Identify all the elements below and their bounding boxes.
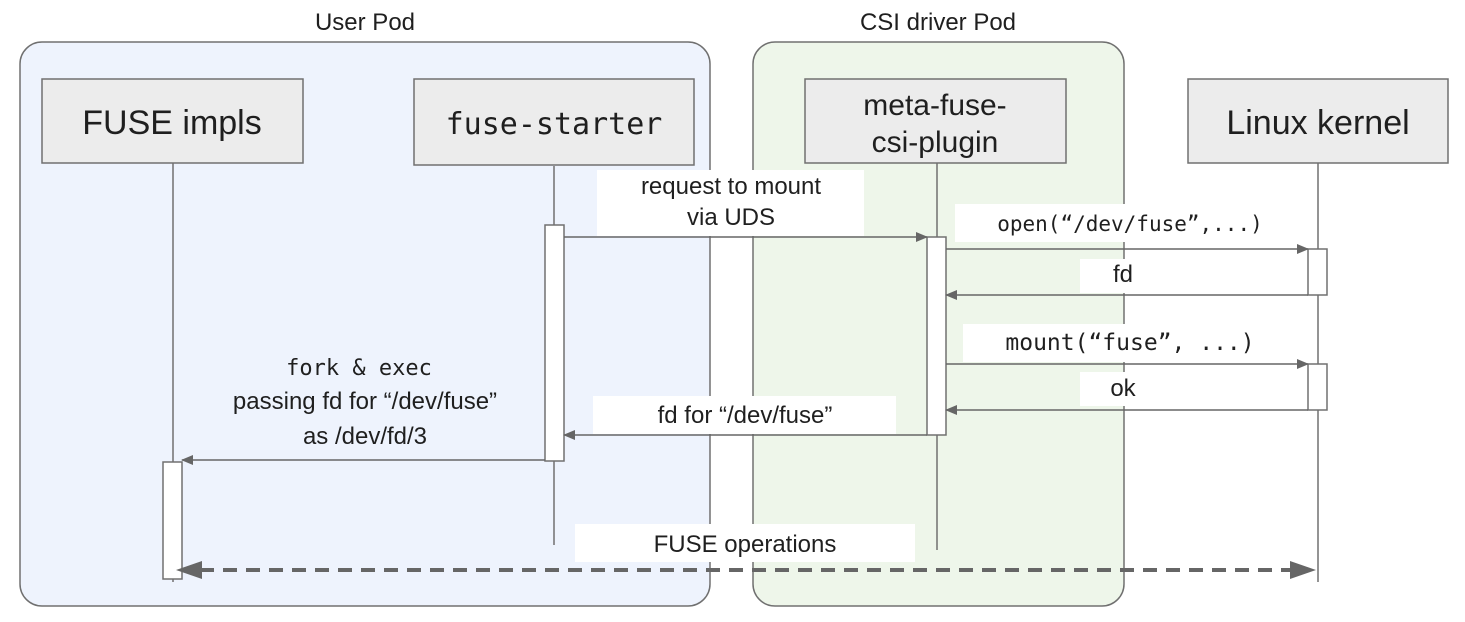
message-mount: mount(“fuse”, ...) [946,330,1309,369]
message-fuse-operations: FUSE operations [176,531,1316,579]
fuse-starter-label: fuse-starter [446,107,663,142]
message-fork-exec: fork & exec passing fd for “/dev/fuse” a… [181,356,545,465]
meta-fuse-label-line1: meta-fuse- [863,89,1006,122]
fuse-impls-label: FUSE impls [82,104,261,142]
fuse-starter-activation [544,224,565,462]
fork-label-line1: fork & exec [286,356,432,381]
fork-label-line3: as /dev/fd/3 [303,423,427,450]
fd-for-dev-fuse-label: fd for “/dev/fuse” [658,402,833,429]
user-pod-label: User Pod [315,9,415,36]
kernel-activation-open [1307,248,1328,296]
activation-bars [162,224,1328,580]
participant-fuse-impls: FUSE impls [41,78,304,164]
message-ok-return: ok [945,375,1308,415]
participant-fuse-starter: fuse-starter [413,78,695,166]
message-open: open(“/dev/fuse”,...) [946,212,1309,254]
message-fd-return: fd [945,261,1308,300]
participant-linux-kernel: Linux kernel [1187,78,1449,164]
request-label-line1: request to mount [641,173,821,200]
message-fd-for-dev-fuse: fd for “/dev/fuse” [563,402,927,440]
user-pod-group: User Pod [19,9,711,607]
meta-fuse-label-line2: csi-plugin [872,126,999,159]
csi-driver-pod-label: CSI driver Pod [860,9,1016,36]
participant-meta-fuse-csi-plugin: meta-fuse- csi-plugin [804,78,1067,164]
fuse-operations-label: FUSE operations [654,531,837,558]
fuse-impls-activation [162,461,183,580]
kernel-activation-mount [1307,363,1328,411]
message-request-to-mount: request to mount via UDS [564,173,928,242]
fd-return-label: fd [1113,261,1133,288]
label-backgrounds [575,170,1285,562]
linux-kernel-label: Linux kernel [1226,104,1409,142]
mount-call-label: mount(“fuse”, ...) [1005,330,1254,356]
open-call-label: open(“/dev/fuse”,...) [997,212,1263,236]
ok-return-label: ok [1110,375,1136,402]
fork-label-line2: passing fd for “/dev/fuse” [233,388,497,415]
request-label-line2: via UDS [687,204,775,231]
meta-fuse-activation [926,236,947,436]
